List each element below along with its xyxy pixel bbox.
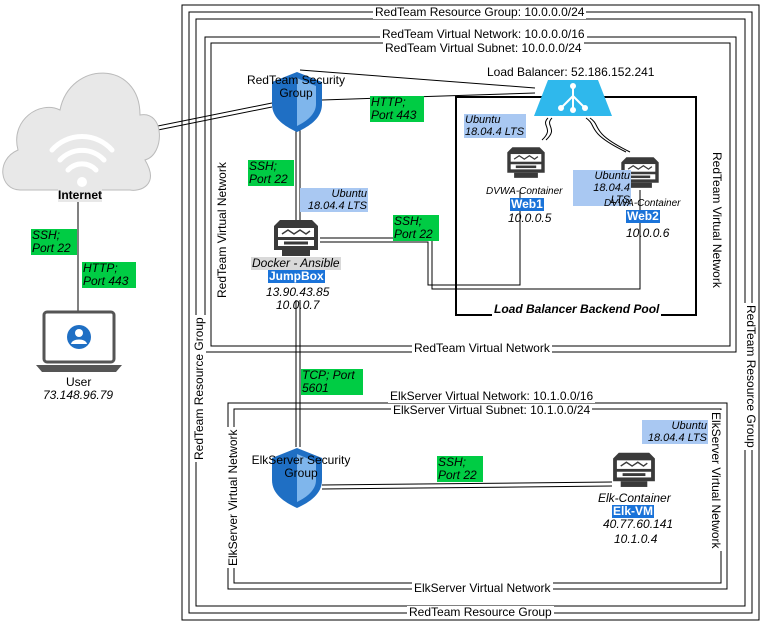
redteam-subnet-title: RedTeam Virtual Subnet: 10.0.0.0/24 [383, 41, 584, 55]
jumpbox-vm-icon [274, 220, 318, 256]
elk-vm-name: Elk-VM [612, 504, 655, 518]
redteam-vnet-title: RedTeam Virtual Network: 10.0.0.0/16 [380, 27, 587, 41]
web1-vm-icon [507, 147, 545, 178]
web2-name: Web2 [626, 209, 660, 223]
redteam-nsg-label: RedTeam Security Group [246, 73, 346, 100]
elk-vnet-bottom-label: ElkServer Virtual Network [412, 581, 553, 595]
elk-ssh-port-label: SSH; Port 22 [437, 456, 483, 482]
web2-os-label: Ubuntu 18.04.4 LTS [573, 170, 631, 206]
load-balancer-icon [534, 80, 612, 116]
elk-vm-icon [613, 452, 655, 487]
web1-os-label: Ubuntu 18.04.4 LTS [464, 114, 526, 138]
elk-nsg-label: ElkServer Security Group [251, 453, 351, 480]
jumpbox-os-label: Ubuntu 18.04.4 LTS [300, 188, 368, 212]
elk-vnet-title: ElkServer Virtual Network: 10.1.0.0/16 [388, 389, 596, 403]
redteam-vnet-left-label: RedTeam Virtual Network [215, 160, 229, 300]
connection-lines [77, 69, 641, 490]
jumpbox-container-label: Docker - Ansible [251, 256, 341, 270]
internet-label: Internet [58, 188, 103, 202]
web1-container-label: DVWA-Container [486, 186, 563, 197]
web1-ip: 10.0.0.5 [508, 211, 552, 225]
redteam-nsg-shield-icon [272, 72, 322, 132]
user-ssh-port-label: SSH; Port 22 [31, 229, 77, 255]
laptop-icon [36, 310, 122, 372]
elk-vnet-left-label: ElkServer Virtual Network [226, 427, 240, 568]
jumpbox-ssh-port-label: SSH; Port 22 [393, 215, 439, 241]
nsg-ssh-port-label: SSH; Port 22 [248, 160, 294, 186]
jumpbox-name: JumpBox [268, 269, 325, 283]
internet-cloud-icon [2, 72, 160, 191]
web2-ip: 10.0.0.6 [626, 226, 670, 240]
resource-group-title: RedTeam Resource Group: 10.0.0.0/24 [373, 5, 587, 19]
load-balancer-label: Load Balancer: 52.186.152.241 [487, 65, 655, 79]
elk-nsg-shield-icon [272, 448, 322, 508]
resource-group-right-label: RedTeam Resource Group [744, 303, 758, 450]
jumpbox-public-ip: 13.90.43.85 [266, 285, 330, 299]
elk-os-label: Ubuntu 18.04.4 LTS [642, 420, 708, 444]
resource-group-left-label: RedTeam Resource Group [192, 315, 206, 462]
jumpbox-private-ip: 10.0.0.7 [276, 298, 320, 312]
web2-container-label: DVWA-Container [604, 198, 681, 209]
elk-container-label: Elk-Container [598, 491, 671, 505]
user-http-port-label: HTTP; Port 443 [82, 262, 136, 288]
elk-subnet-title: ElkServer Virtual Subnet: 10.1.0.0/24 [391, 403, 593, 417]
resource-group-bottom-label: RedTeam Resource Group [407, 605, 554, 619]
redteam-vnet-right-label: RedTeam Virtual Network [710, 150, 724, 290]
user-ip: 73.148.96.79 [43, 388, 114, 402]
nsg-http-port-label: HTTP; Port 443 [370, 96, 424, 122]
elk-private-ip: 10.1.0.4 [614, 532, 658, 546]
user-label: User [66, 375, 92, 389]
elk-public-ip: 40.77.60.141 [603, 517, 674, 531]
elk-vnet-right-label: ElkServer Virtual Network [709, 410, 723, 551]
backend-pool-label: Load Balancer Backend Pool [492, 302, 662, 316]
tcp-port-label: TCP; Port 5601 [301, 369, 363, 395]
web1-name: Web1 [510, 197, 544, 211]
redteam-vnet-bottom-label: RedTeam Virtual Network [412, 341, 552, 355]
